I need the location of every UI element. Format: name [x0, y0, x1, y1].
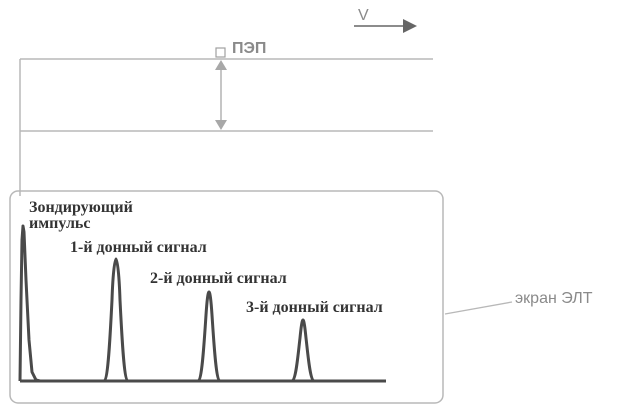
test-object: [19, 58, 433, 196]
echo1-label: 1-й донный сигнал: [70, 239, 207, 256]
thickness-arrow: [215, 60, 227, 130]
velocity-arrow: [354, 19, 417, 33]
screen-label: экран ЭЛТ: [515, 290, 593, 307]
crt-screen-frame: [9, 190, 444, 404]
screen-pointer-line: [444, 301, 513, 315]
probe-pulse-label-line1: Зондирующий: [29, 199, 133, 216]
echo2-label: 2-й донный сигнал: [150, 270, 287, 287]
echo3-label: 3-й донный сигнал: [246, 299, 383, 316]
probe-pulse-peak: [18, 224, 41, 383]
echo3-peak: [290, 318, 316, 383]
probe-pulse-label-line2: импульс: [29, 215, 90, 232]
echo1-peak: [102, 257, 130, 383]
transducer-icon: [215, 47, 226, 58]
velocity-label: V: [358, 7, 369, 24]
transducer-label: ПЭП: [232, 40, 266, 57]
echo2-peak: [196, 290, 222, 383]
